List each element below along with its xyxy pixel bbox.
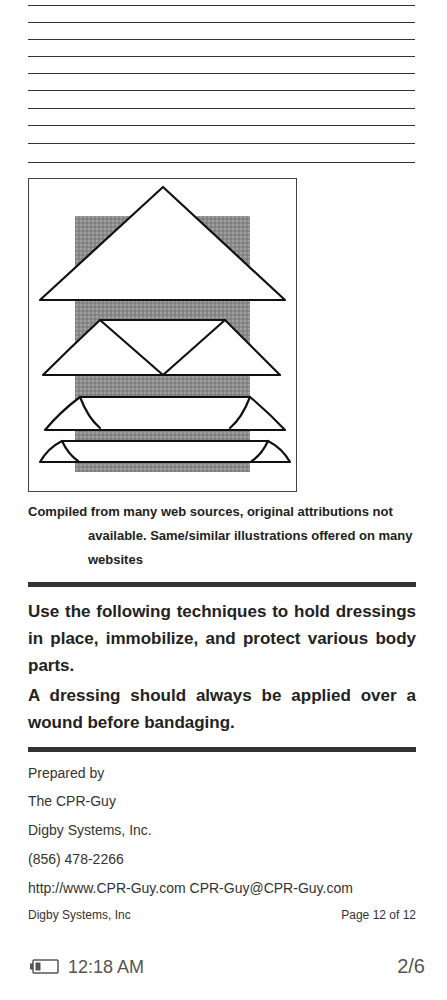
instruction-text: Use the following techniques to hold dre… [28, 598, 416, 679]
ruled-line [28, 143, 415, 144]
footer-left: Digby Systems, Inc [28, 907, 228, 923]
folded-bandage-2 [45, 397, 285, 430]
battery-icon [30, 960, 58, 973]
instruction-text: A dressing should always be applied over… [28, 682, 416, 736]
status-page: 2/6 [325, 954, 425, 978]
thick-rule [28, 582, 416, 587]
thick-rule [28, 747, 416, 752]
ruled-line [28, 22, 415, 23]
credit-line: The CPR-Guy [28, 792, 408, 810]
fold-line [80, 397, 250, 428]
ruled-line [28, 108, 415, 109]
ruled-line [28, 125, 415, 126]
ruled-line [28, 56, 415, 57]
credit-line: Digby Systems, Inc. [28, 821, 408, 839]
status-time: 12:18 AM [68, 956, 218, 978]
fold-line [62, 441, 268, 461]
figure-caption: Compiled from many web sources, original… [28, 500, 416, 572]
ruled-line [28, 5, 415, 6]
ruled-line [28, 90, 415, 91]
illustration-frame [29, 179, 297, 492]
credit-line: Prepared by [28, 764, 408, 782]
phone-number: (856) 478-2266 [28, 850, 408, 868]
folded-bandage-1 [43, 320, 280, 375]
bandage-illustration [29, 179, 297, 492]
ruled-line [28, 73, 415, 74]
ruled-line [28, 162, 415, 163]
page-number: Page 12 of 12 [215, 907, 416, 923]
web-contact: http://www.CPR-Guy.com CPR-Guy@CPR-Guy.c… [28, 879, 428, 897]
fold-line [100, 320, 225, 375]
ruled-line [28, 39, 415, 40]
folded-bandage-3 [40, 441, 290, 462]
open-triangle-bandage [40, 187, 285, 300]
ruled-lines [28, 6, 415, 163]
